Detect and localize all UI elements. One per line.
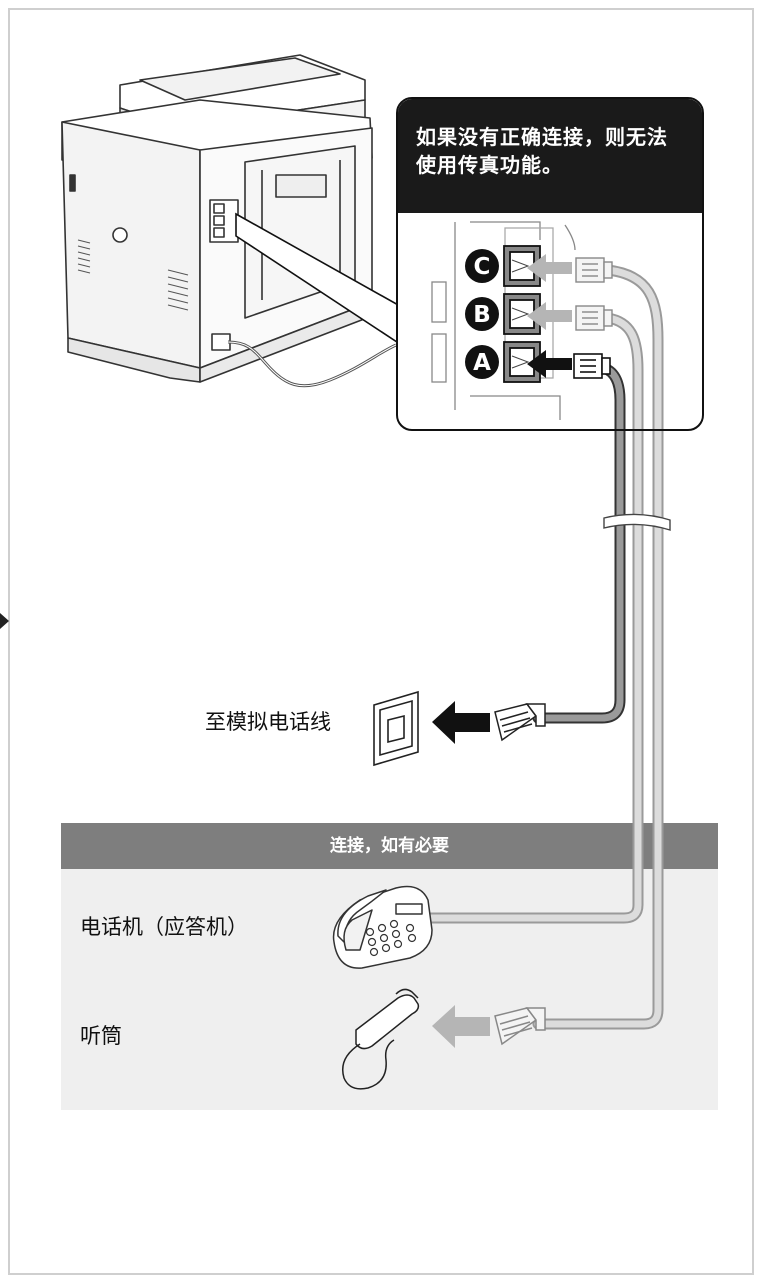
warning-text: 如果没有正确连接，则无法使用传真功能。	[416, 125, 668, 177]
power-cord	[227, 340, 397, 388]
printer-icon	[61, 54, 373, 383]
handset-label: 听筒	[80, 1024, 122, 1048]
connection-callout: 如果没有正确连接，则无法使用传真功能。	[396, 97, 704, 431]
analog-line-label: 至模拟电话线	[205, 710, 331, 734]
optional-header: 连接，如有必要	[61, 823, 718, 869]
page-edge-arrow-icon	[0, 613, 9, 629]
warning-banner: 如果没有正确连接，则无法使用传真功能。	[398, 99, 702, 213]
telephone-label: 电话机（应答机）	[80, 915, 248, 939]
cable-tie	[603, 513, 671, 531]
